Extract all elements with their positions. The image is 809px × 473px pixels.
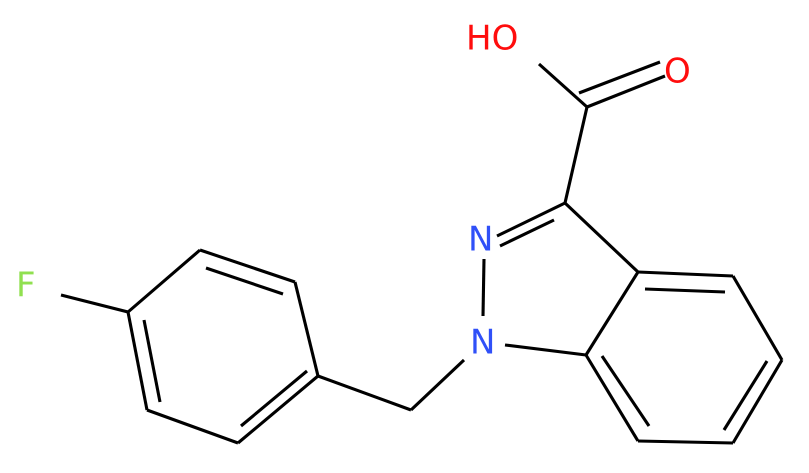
bond-aryl-c3-c4 <box>126 248 202 314</box>
bond-c3a-c4-inner <box>644 287 726 294</box>
bond-carboxyl-c-o-double-1 <box>586 74 666 109</box>
bond-aryl-c5-c6 <box>146 408 239 445</box>
fluorine-label: F <box>16 266 36 306</box>
bond-carboxyl-c-o-double-2 <box>578 60 661 95</box>
nitrogen-n2-label: N <box>468 220 493 260</box>
nitrogen-n1-label: N <box>470 323 495 363</box>
bond-carboxyl-c-c3 <box>563 106 589 204</box>
bond-c7-c7a-inner <box>600 355 651 427</box>
bond-aryl-c6-c1 <box>237 374 319 445</box>
bond-aryl-fluorine <box>60 293 129 314</box>
bond-c5-c6 <box>731 359 784 444</box>
bond-aryl-c2-c3-inner <box>205 266 284 296</box>
bond-c6-c7 <box>637 439 734 445</box>
bond-aryl-c6-c1-inner <box>240 369 308 428</box>
atom-label-group: HO O N N F <box>16 19 691 363</box>
bond-aryl-c2-c3 <box>199 248 296 284</box>
bond-aryl-c4-c5 <box>126 311 149 411</box>
bond-n1-c7a <box>504 343 587 357</box>
bond-c7-c7a <box>584 354 640 442</box>
bond-aryl-c1-c2 <box>293 281 320 377</box>
bond-c3a-c4 <box>637 270 734 278</box>
carboxyl-hydroxyl-label: HO <box>466 19 518 59</box>
bond-carboxyl-c-oh <box>537 62 589 109</box>
bond-c3a-c3 <box>563 201 640 274</box>
carboxyl-oxygen-label: O <box>664 52 691 92</box>
bond-group <box>60 60 784 445</box>
bond-ch2-aryl <box>317 374 412 412</box>
bond-n1-ch2 <box>409 358 466 412</box>
bond-c3-n2-inner <box>499 218 555 248</box>
bond-aryl-c4-c5-inner <box>142 319 162 403</box>
bond-n2-n1 <box>481 258 486 317</box>
bond-c7a-c3a <box>584 271 640 356</box>
bond-c4-c5 <box>731 275 784 361</box>
bond-c3-n2-outer <box>496 201 566 238</box>
bond-c5-c6-inner <box>722 360 769 431</box>
